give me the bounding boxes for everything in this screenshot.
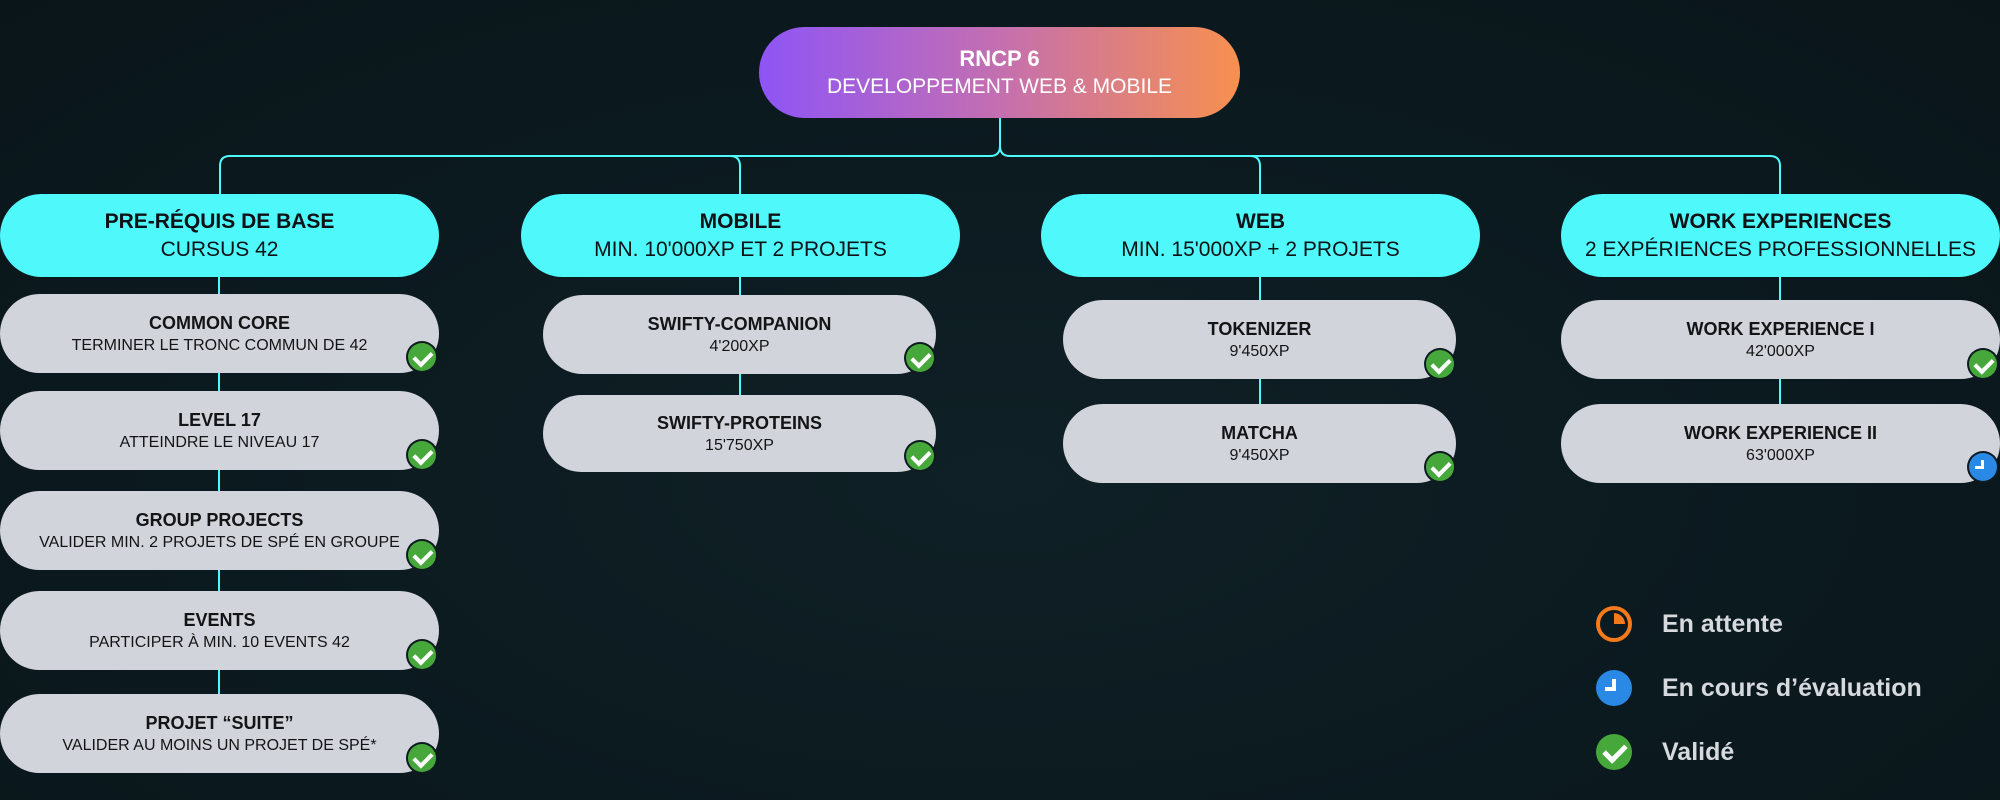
category-subtitle: MIN. 10'000XP ET 2 PROJETS [594,237,887,261]
item-title: COMMON CORE [149,312,290,333]
category-title: PRE-RÉQUIS DE BASE [104,209,335,233]
category-subtitle: MIN. 15'000XP + 2 PROJETS [1121,237,1400,261]
item-title: EVENTS [183,609,256,630]
check-icon [1969,350,1997,378]
item-title: GROUP PROJECTS [135,509,304,530]
check-icon [906,344,934,372]
legend-label: Validé [1662,737,1735,766]
item-title: MATCHA [1221,422,1298,443]
item-level-17: LEVEL 17 ATTEINDRE LE NIVEAU 17 [0,391,439,470]
item-group-projects: GROUP PROJECTS VALIDER MIN. 2 PROJETS DE… [0,491,439,570]
legend-item-en-cours: En cours d’évaluation [1596,670,1922,706]
item-subtitle: TERMINER LE TRONC COMMUN DE 42 [71,336,368,354]
item-title: LEVEL 17 [178,409,261,430]
item-subtitle: 15'750XP [705,436,774,454]
item-title: SWIFTY-PROTEINS [656,412,822,433]
pending-icon [1596,606,1632,642]
item-title: SWIFTY-COMPANION [647,313,832,334]
item-projet-suite: PROJET “SUITE” VALIDER AU MOINS UN PROJE… [0,694,439,773]
legend-item-en-attente: En attente [1596,606,1783,642]
item-tokenizer: TOKENIZER 9'450XP [1063,300,1456,379]
item-work-experience-2: WORK EXPERIENCE II 63'000XP [1561,404,2000,483]
legend-item-valide: Validé [1596,734,1734,770]
check-icon [408,441,436,469]
item-subtitle: 63'000XP [1746,446,1815,464]
item-subtitle: ATTEINDRE LE NIVEAU 17 [119,433,320,451]
item-title: WORK EXPERIENCE I [1686,318,1875,339]
category-subtitle: 2 EXPÉRIENCES PROFESSIONNELLES [1585,237,1976,261]
category-title: MOBILE [699,209,782,233]
category-mobile: MOBILE MIN. 10'000XP ET 2 PROJETS [521,194,960,277]
clock-icon [1596,670,1632,706]
root-node: RNCP 6 DEVELOPPEMENT WEB & MOBILE [759,27,1240,118]
item-swifty-companion: SWIFTY-COMPANION 4'200XP [543,295,936,374]
item-title: TOKENIZER [1207,318,1312,339]
category-subtitle: CURSUS 42 [160,237,279,261]
item-matcha: MATCHA 9'450XP [1063,404,1456,483]
item-subtitle: VALIDER AU MOINS UN PROJET DE SPÉ* [62,736,377,754]
item-subtitle: 9'450XP [1229,446,1290,464]
check-icon [408,744,436,772]
check-icon [408,641,436,669]
legend-label: En cours d’évaluation [1662,673,1922,702]
item-subtitle: 4'200XP [709,337,770,355]
item-common-core: COMMON CORE TERMINER LE TRONC COMMUN DE … [0,294,439,373]
check-icon [1426,453,1454,481]
category-title: WORK EXPERIENCES [1669,209,1892,233]
check-icon [408,541,436,569]
check-icon [1426,350,1454,378]
category-work-experiences: WORK EXPERIENCES 2 EXPÉRIENCES PROFESSIO… [1561,194,2000,277]
clock-icon [1969,453,1997,481]
item-swifty-proteins: SWIFTY-PROTEINS 15'750XP [543,395,936,472]
item-title: PROJET “SUITE” [145,712,294,733]
item-subtitle: PARTICIPER À MIN. 10 EVENTS 42 [89,633,350,651]
legend-label: En attente [1662,609,1783,638]
category-prerequis: PRE-RÉQUIS DE BASE CURSUS 42 [0,194,439,277]
root-title: RNCP 6 [959,45,1040,71]
root-subtitle: DEVELOPPEMENT WEB & MOBILE [826,74,1173,98]
check-icon [408,343,436,371]
item-subtitle: 42'000XP [1746,342,1815,360]
item-subtitle: 9'450XP [1229,342,1290,360]
category-web: WEB MIN. 15'000XP + 2 PROJETS [1041,194,1480,277]
check-icon [906,442,934,470]
category-title: WEB [1236,209,1285,233]
check-icon [1596,734,1632,770]
item-work-experience-1: WORK EXPERIENCE I 42'000XP [1561,300,2000,379]
item-subtitle: VALIDER MIN. 2 PROJETS DE SPÉ EN GROUPE [39,533,400,551]
item-title: WORK EXPERIENCE II [1683,422,1878,443]
item-events: EVENTS PARTICIPER À MIN. 10 EVENTS 42 [0,591,439,670]
